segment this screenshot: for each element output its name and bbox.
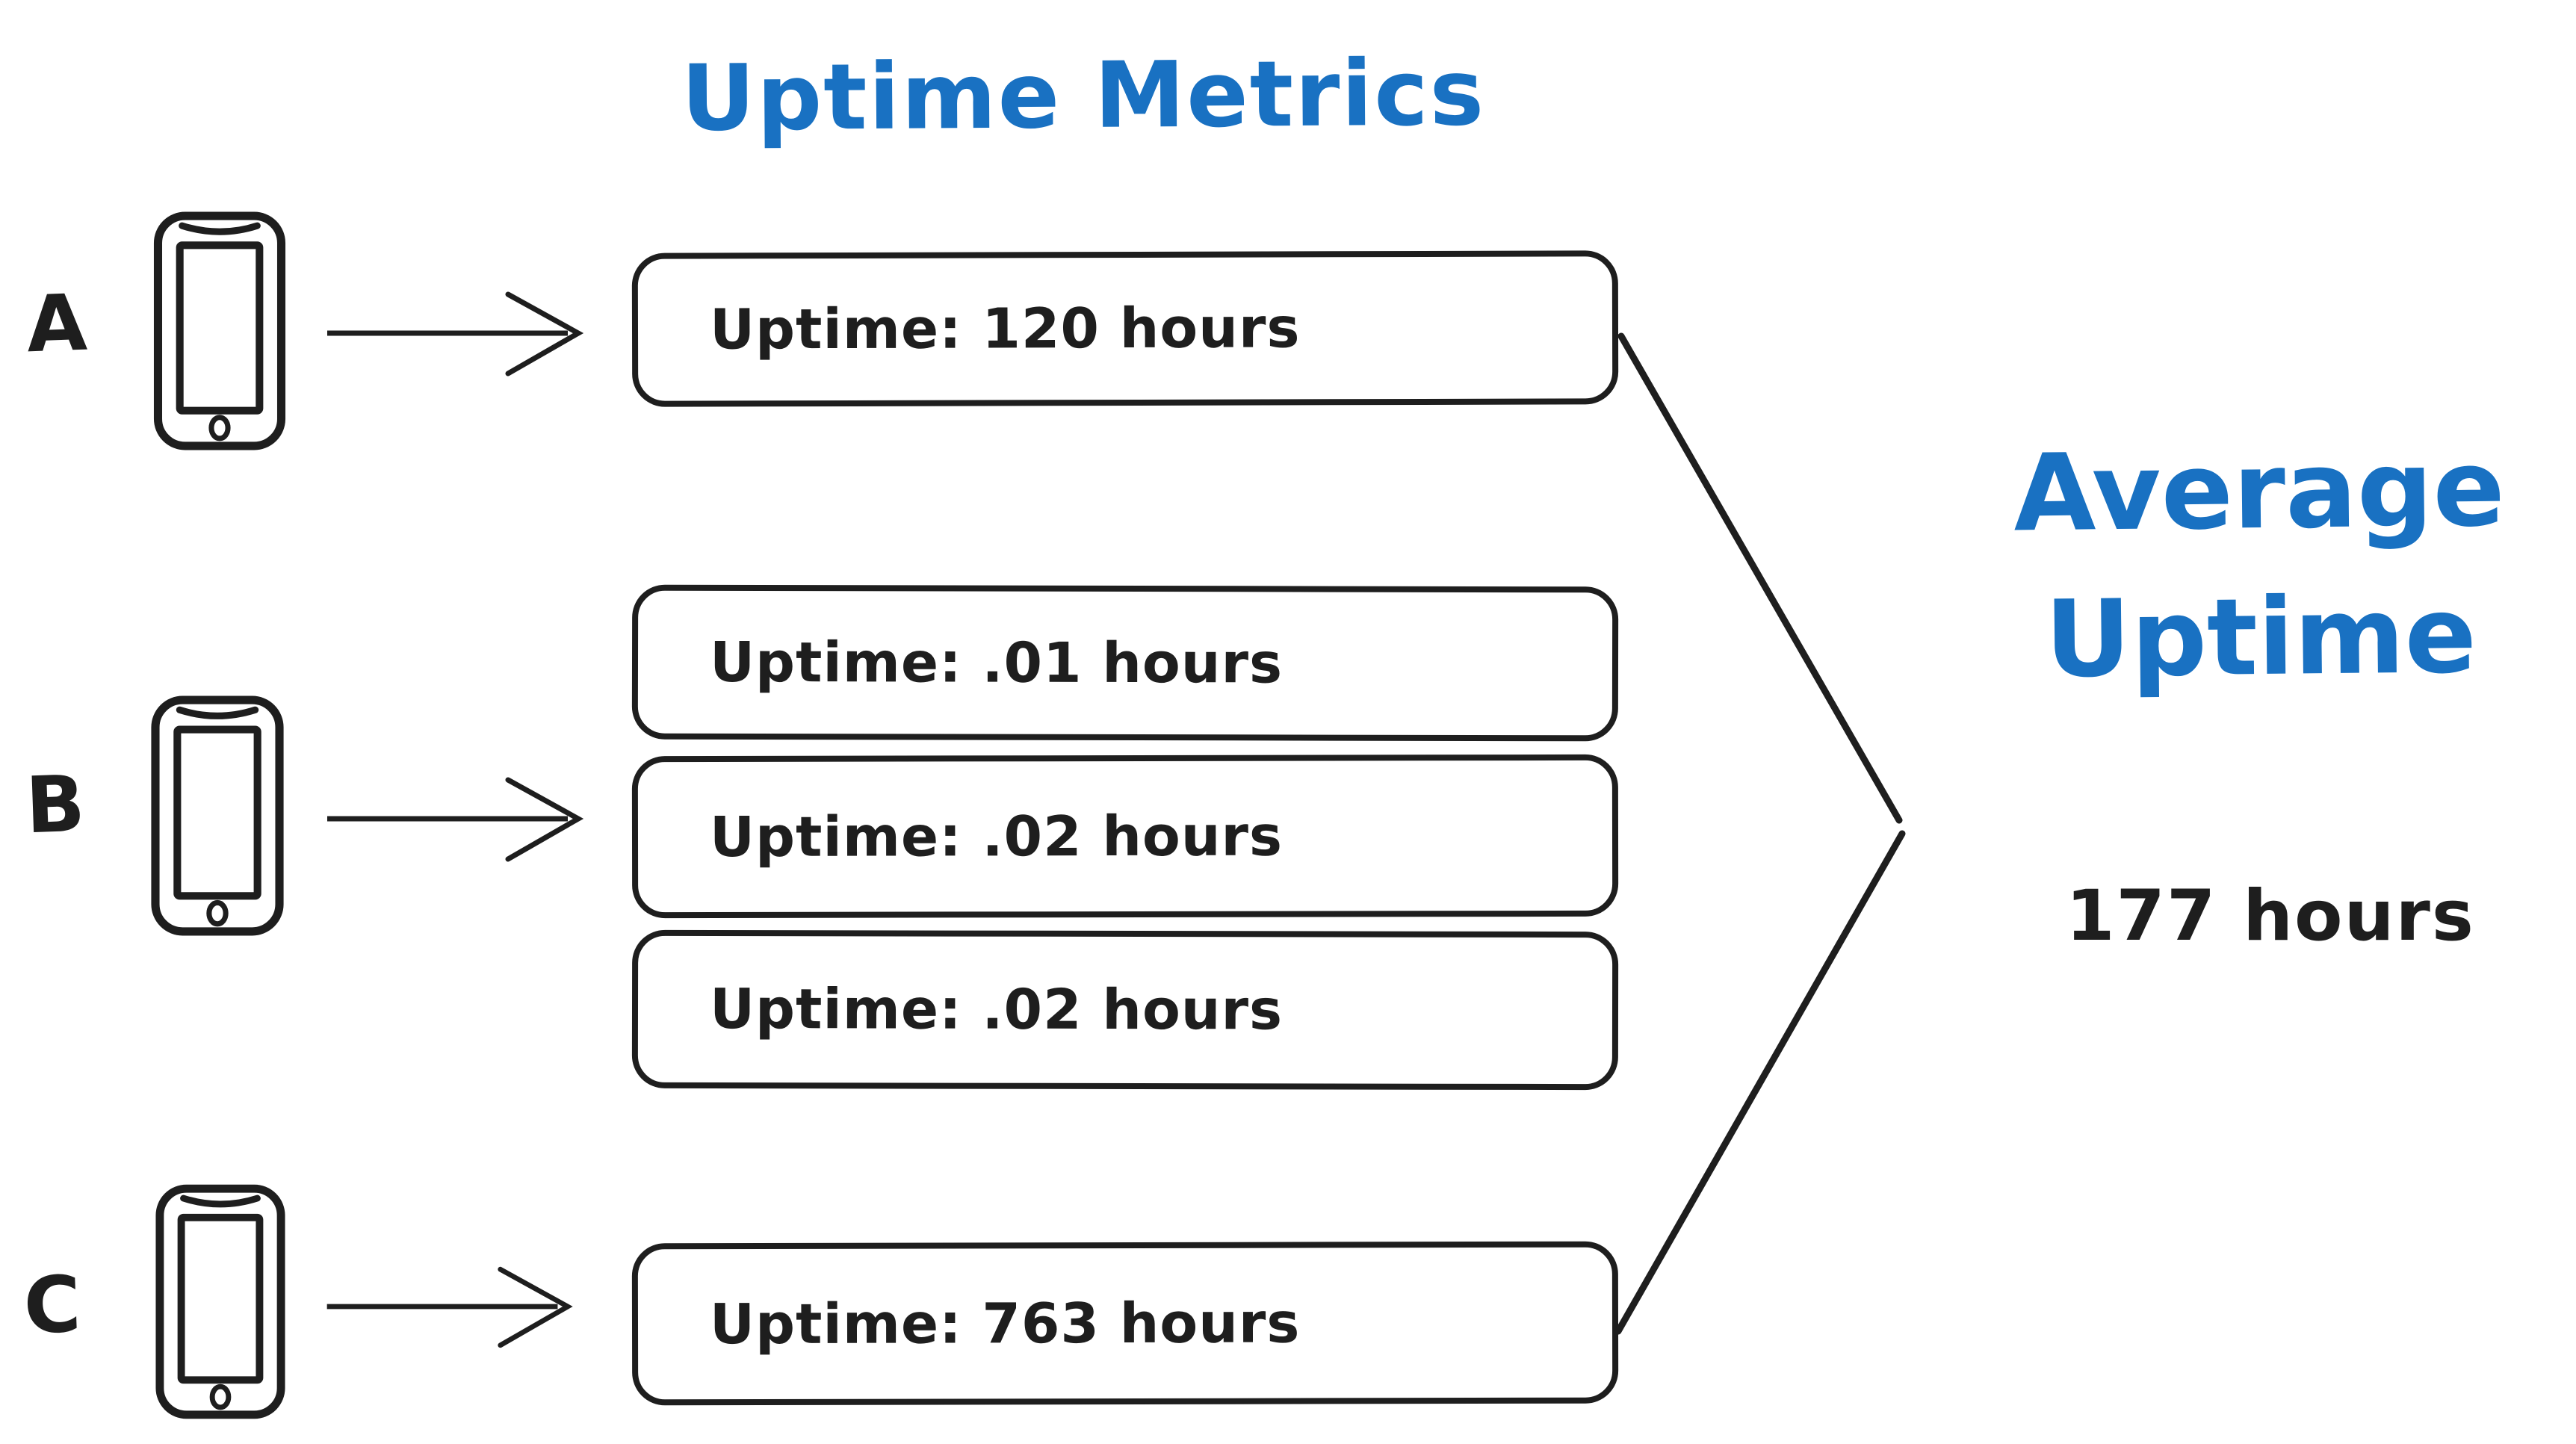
- metric-box-device-b-1: Uptime: .01 hours: [631, 584, 1619, 742]
- merge-chevron-icon: [1614, 332, 1906, 1335]
- metric-text: Uptime: .02 hours: [709, 804, 1284, 870]
- smartphone-icon: [153, 211, 286, 450]
- metric-box-device-a: Uptime: 120 hours: [631, 250, 1619, 407]
- device-label-a: A: [25, 276, 89, 371]
- average-uptime-heading: Average Uptime: [2001, 415, 2519, 713]
- metric-box-device-c: Uptime: 763 hours: [631, 1241, 1619, 1406]
- average-uptime-heading-line1: Average: [2013, 427, 2506, 556]
- arrow-right-icon: [327, 291, 584, 377]
- average-uptime-value: 177 hours: [2066, 876, 2475, 957]
- metric-text: Uptime: 120 hours: [709, 296, 1301, 362]
- metric-box-device-b-3: Uptime: .02 hours: [631, 929, 1619, 1091]
- arrow-right-icon: [326, 1266, 573, 1348]
- smartphone-icon: [151, 695, 284, 936]
- smartphone-icon: [155, 1184, 285, 1419]
- device-label-b: B: [24, 757, 87, 852]
- page-title: Uptime Metrics: [681, 40, 1486, 152]
- device-label-c: C: [22, 1258, 83, 1352]
- average-uptime-heading-line2: Uptime: [2044, 573, 2477, 701]
- metric-box-device-b-2: Uptime: .02 hours: [631, 754, 1619, 919]
- metric-text: Uptime: .02 hours: [709, 977, 1284, 1043]
- arrow-right-icon: [327, 777, 584, 862]
- metric-text: Uptime: 763 hours: [709, 1291, 1301, 1357]
- metric-text: Uptime: .01 hours: [709, 630, 1284, 695]
